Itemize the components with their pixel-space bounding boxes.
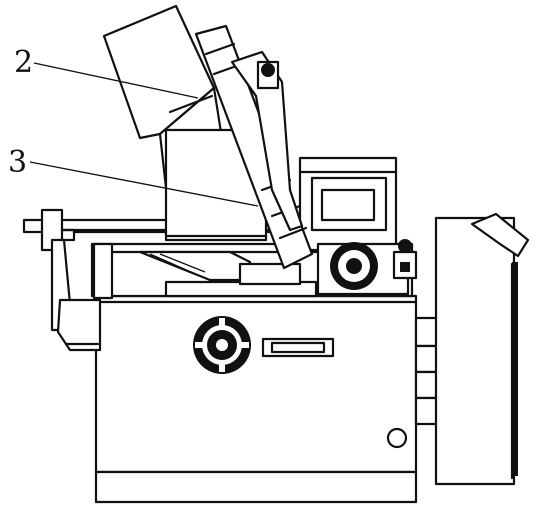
saw-head [102,4,268,242]
gear-icon [330,242,378,290]
base-cabinet [94,294,418,504]
callout-label-3: 3 [8,145,27,180]
side-vents [414,316,440,426]
left-bracket [40,208,114,352]
callout-label-2: 2 [14,45,33,80]
fitting-icon [392,239,418,280]
callout-2: 2 [14,45,199,99]
handwheel-icon [193,316,251,374]
electrical-cabinet [434,212,530,486]
knob-icon [386,427,408,449]
callout-3: 3 [8,145,259,207]
blade-handle [230,50,304,232]
cabinet-handle [261,337,335,358]
